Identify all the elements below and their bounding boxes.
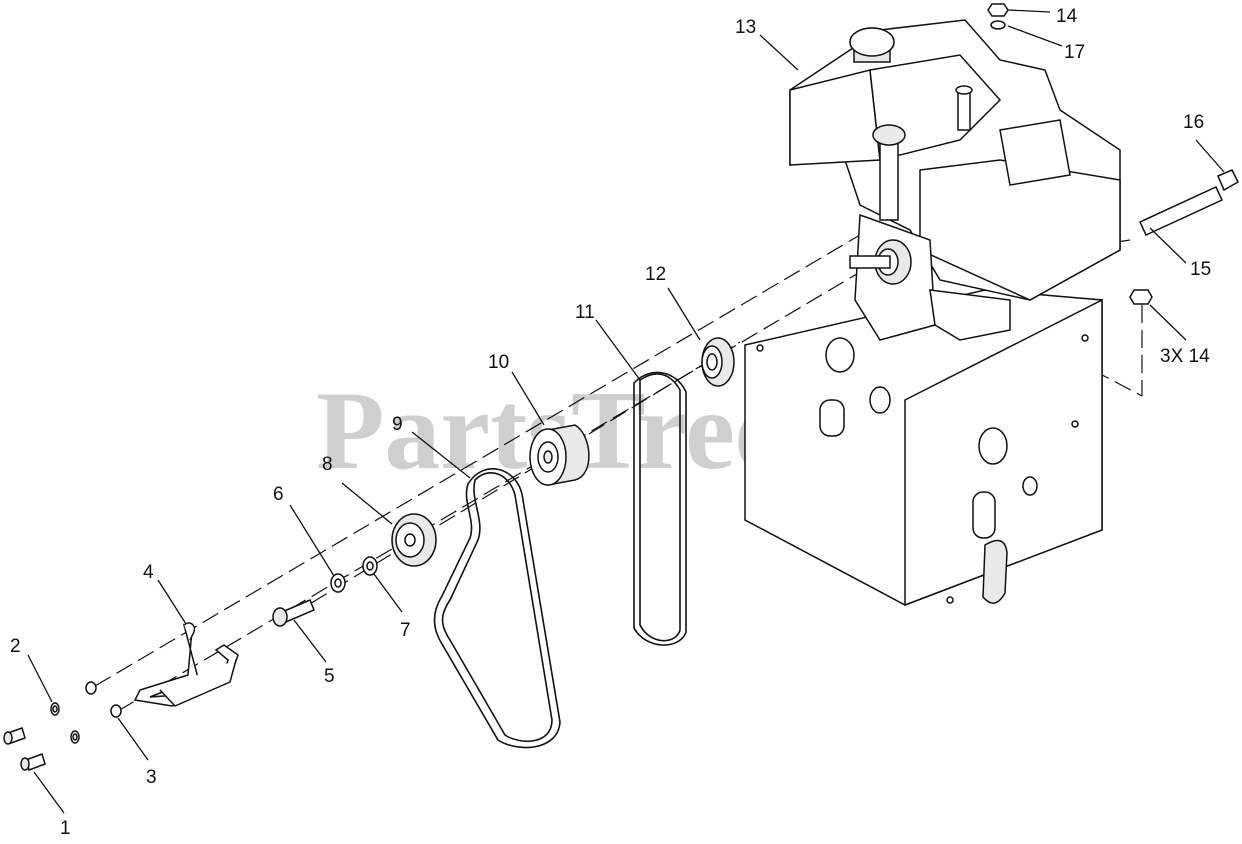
callout-9: 9 (392, 414, 403, 435)
pulley-8 (391, 513, 437, 567)
callout-14: 14 (1056, 6, 1078, 27)
callout-labels: 1 2 3 4 5 6 7 8 9 10 11 12 13 14 3X 14 1… (10, 6, 1211, 839)
callout-2: 2 (10, 636, 21, 657)
callout-7: 7 (400, 620, 411, 641)
belt-9 (433, 468, 561, 749)
bracket-4 (133, 622, 239, 707)
callout-16: 16 (1183, 112, 1204, 133)
leader-lines (27, 9, 1225, 814)
spacer-16 (1217, 169, 1239, 192)
stud-15 (1139, 186, 1223, 236)
callout-13: 13 (735, 17, 756, 38)
callout-15: 15 (1190, 259, 1211, 280)
bracket-hardware (3, 681, 122, 771)
top-hardware (987, 3, 1239, 305)
callout-4: 4 (143, 562, 154, 583)
frame-plate-rear (744, 289, 1103, 607)
pulley-12 (701, 337, 735, 387)
engine-assembly (789, 19, 1121, 341)
callout-5: 5 (324, 666, 335, 687)
bolt-5 (272, 599, 315, 627)
callout-10: 10 (488, 352, 509, 373)
callout-6: 6 (273, 484, 284, 505)
callout-3: 3 (146, 767, 157, 788)
callout-11: 11 (575, 302, 595, 323)
axis-line-upper (94, 234, 861, 687)
callout-17: 17 (1064, 42, 1085, 63)
belt-11 (633, 371, 687, 646)
callout-12: 12 (645, 264, 666, 285)
pulley-10 (529, 424, 590, 486)
callout-3x-14: 3X 14 (1160, 346, 1210, 367)
nut-top (987, 3, 1009, 17)
washer-top (990, 20, 1006, 30)
callout-1: 1 (60, 818, 71, 839)
nut-right (1129, 289, 1153, 305)
callout-8: 8 (322, 454, 333, 475)
